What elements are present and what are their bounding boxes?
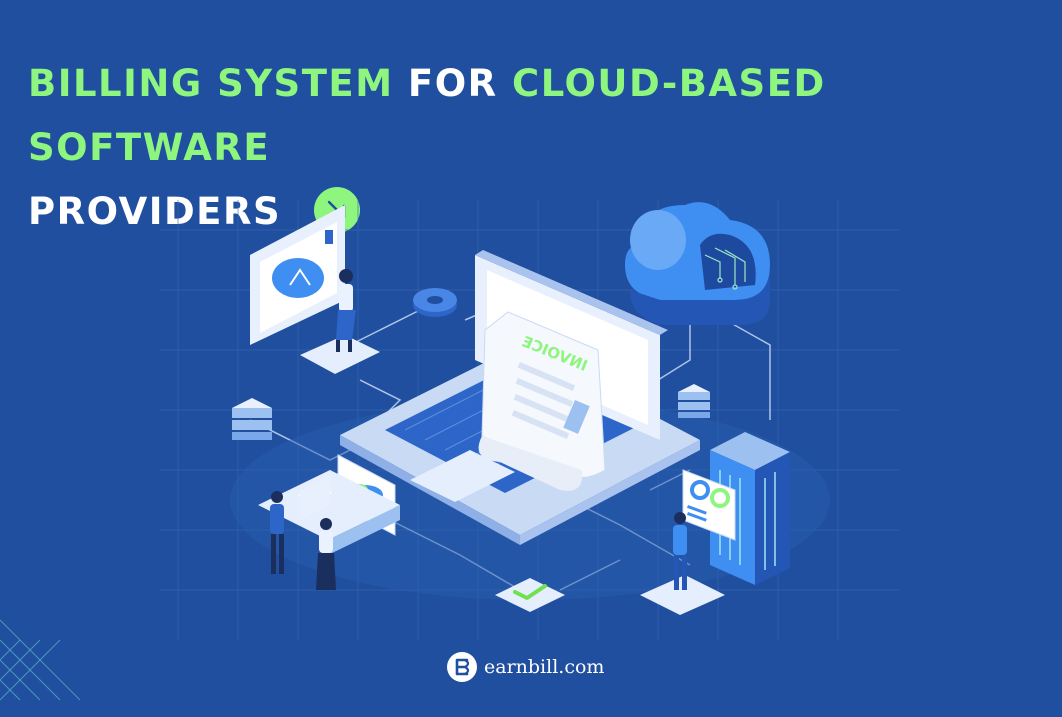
corner-pattern (0, 619, 81, 701)
headline-part-for: FOR (407, 62, 498, 105)
earnbill-logo-icon (447, 652, 477, 682)
woman-presenting (300, 269, 380, 374)
man-analyzing (640, 512, 725, 615)
headline-part-cloud-based: CLOUD-BASED SOFTWARE (28, 62, 826, 169)
coworkers (270, 491, 336, 590)
gear-icon (413, 288, 457, 317)
footer-domain: earnbill.com (484, 656, 605, 678)
checkmark-icon (495, 578, 565, 612)
footer-brand: earnbill.com (446, 650, 604, 684)
workdesk (258, 470, 400, 555)
headline: BILLING SYSTEM FOR CLOUD-BASED SOFTWARE … (28, 52, 1048, 244)
database-stack-right (678, 384, 710, 418)
analytics-panel (682, 469, 736, 541)
cloud-server (625, 202, 770, 325)
invoice-document: INVOICE (478, 311, 606, 491)
cloud-upload-screen (250, 205, 345, 345)
headline-part-billing-system: BILLING SYSTEM (28, 62, 394, 105)
database-stack-left (232, 398, 272, 440)
